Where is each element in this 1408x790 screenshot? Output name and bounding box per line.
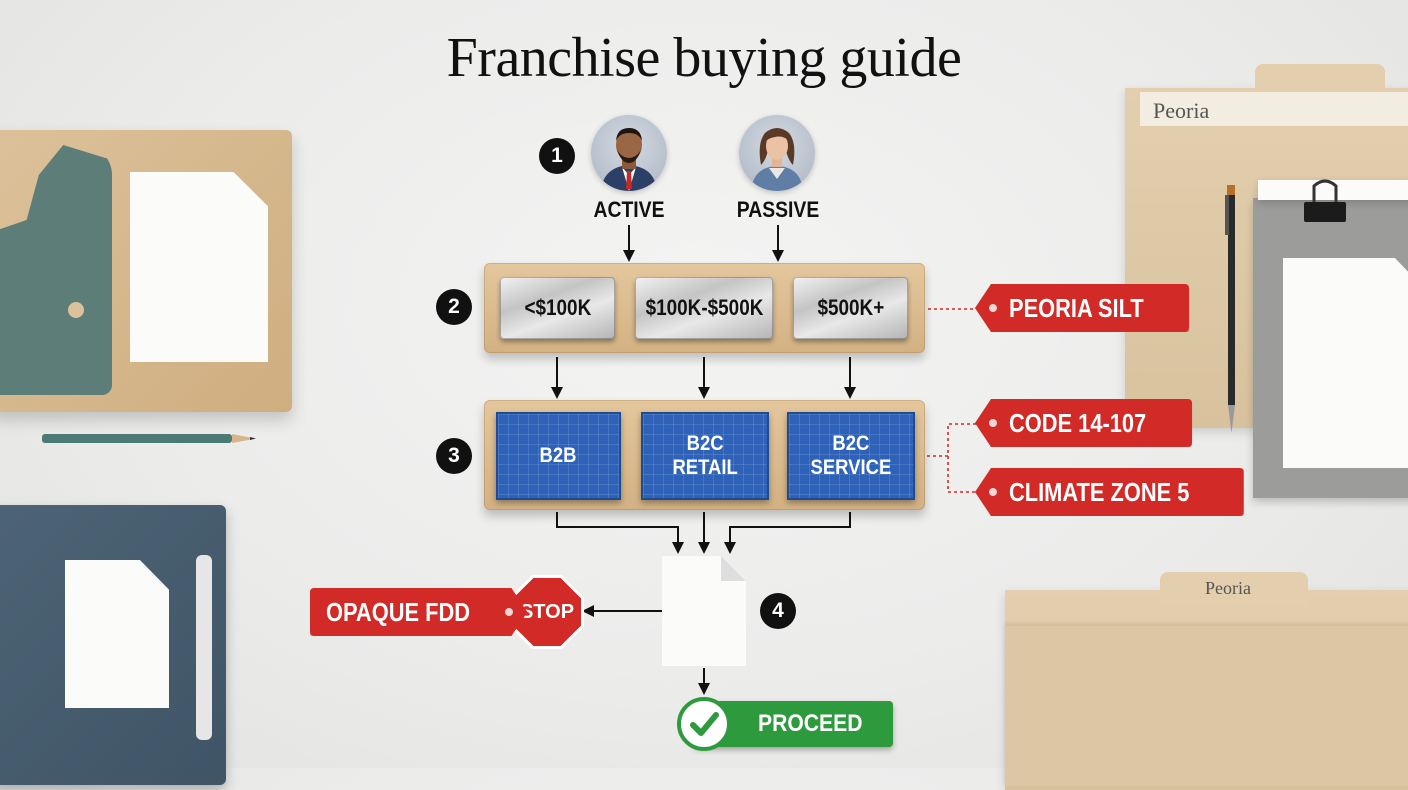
- gray-clipboard-paper: [1283, 258, 1408, 468]
- tag-code-14-107: CODE 14-107: [975, 399, 1193, 447]
- clipboard-paper: [130, 172, 268, 362]
- check-icon: [677, 697, 731, 751]
- female-avatar-icon: [739, 115, 815, 191]
- ruler-hole: [68, 302, 84, 318]
- folder-top-tab: [1255, 64, 1385, 94]
- male-avatar-icon: [591, 115, 667, 191]
- active-label: ACTIVE: [593, 197, 665, 222]
- tag-opaque-fdd: OPAQUE FDD: [310, 588, 527, 636]
- folder-bottom-tab: [1160, 572, 1308, 606]
- page-title: Franchise buying guide: [446, 27, 962, 89]
- back-paper: [1258, 180, 1408, 200]
- pen-icon: [1225, 185, 1235, 433]
- range-plate-under-100k: <$100K: [500, 277, 615, 339]
- binder-paper: [65, 560, 169, 708]
- blueprint-b2b: B2B: [496, 412, 621, 500]
- blueprint-b2c-service: B2C SERVICE: [787, 412, 915, 500]
- step-3-badge: 3: [436, 438, 472, 474]
- folder-top-label-strip: [1140, 92, 1408, 126]
- tag-peoria-silt: PEORIA SILT: [975, 284, 1190, 332]
- range-plate-100k-500k: $100K-$500K: [635, 277, 773, 339]
- proceed-banner: PROCEED: [694, 701, 893, 747]
- pencil-icon: [42, 434, 256, 443]
- tag-climate-zone-5: CLIMATE ZONE 5: [975, 468, 1244, 516]
- passive-label: PASSIVE: [736, 197, 820, 222]
- step-1-badge: 1: [539, 138, 575, 174]
- range-plate-500k-plus: $500K+: [793, 277, 908, 339]
- blueprint-b2c-retail: B2C RETAIL: [641, 412, 769, 500]
- folder-top-label: Peoria: [1153, 98, 1210, 123]
- step-4-badge: 4: [760, 593, 796, 629]
- step-2-badge: 2: [436, 289, 472, 325]
- binder-clip-icon: [1304, 179, 1346, 222]
- folder-bottom-label: Peoria: [1205, 578, 1251, 598]
- folder-bottom-front: [1005, 626, 1408, 786]
- binder-spine: [196, 555, 212, 740]
